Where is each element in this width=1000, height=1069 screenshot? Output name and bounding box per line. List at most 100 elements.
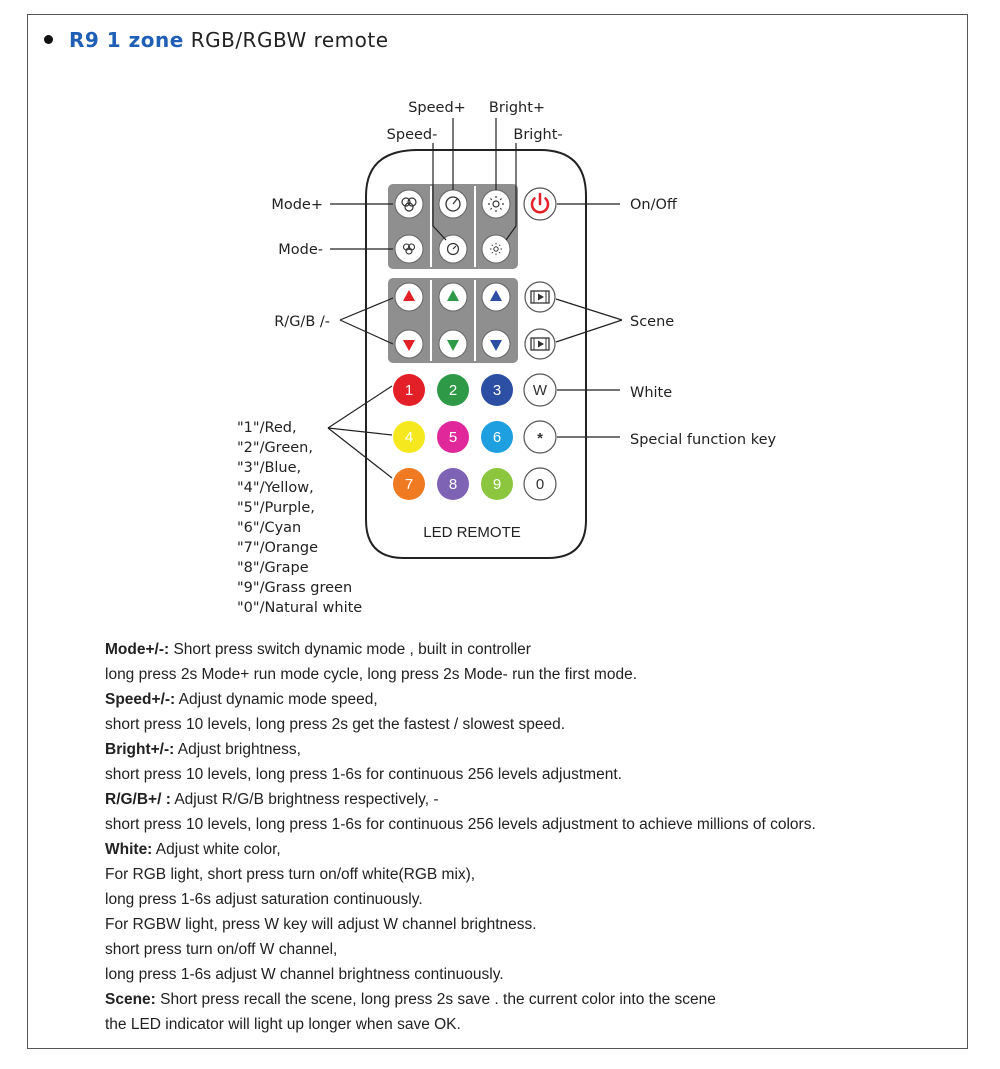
description-block: Mode+/-: Short press switch dynamic mode… <box>105 637 816 1037</box>
label-mode-minus: Mode- <box>278 242 323 258</box>
key-4-label: 4 <box>405 429 413 446</box>
mode-plus-button[interactable] <box>394 189 424 219</box>
key-8-label: 8 <box>449 476 457 493</box>
key-4[interactable]: 4 <box>393 421 425 453</box>
key-8[interactable]: 8 <box>437 468 469 500</box>
desc-line: long press 2s Mode+ run mode cycle, long… <box>105 666 637 683</box>
key-9[interactable]: 9 <box>481 468 513 500</box>
scene-icon <box>530 337 550 351</box>
red-up-button[interactable] <box>394 282 424 312</box>
model-name: R9 1 zone <box>69 28 184 52</box>
legend-item: "2"/Green, <box>237 440 313 456</box>
desc-line: Mode+/-: Short press switch dynamic mode… <box>105 641 531 658</box>
desc-line: Bright+/-: Adjust brightness, <box>105 741 301 758</box>
key-w-label: W <box>533 382 548 399</box>
label-scene: Scene <box>630 314 674 330</box>
triangle-up-icon <box>490 290 502 301</box>
desc-line: For RGB light, short press turn on/off w… <box>105 866 476 883</box>
desc-line: long press 1-6s adjust W channel brightn… <box>105 966 504 983</box>
green-down-button[interactable] <box>438 329 468 359</box>
key-0-label: 0 <box>536 476 544 493</box>
speed-plus-icon <box>445 196 461 212</box>
desc-line: the LED indicator will light up longer w… <box>105 1016 461 1033</box>
title-rest: RGB/RGBW remote <box>190 28 389 52</box>
label-rgb: R/G/B /- <box>274 314 330 330</box>
key-3[interactable]: 3 <box>481 374 513 406</box>
key-3-label: 3 <box>493 382 501 399</box>
label-on-off: On/Off <box>630 197 678 213</box>
triangle-down-icon <box>490 340 502 351</box>
bright-minus-icon <box>490 243 502 255</box>
speed-minus-button[interactable] <box>438 234 468 264</box>
legend-item: "3"/Blue, <box>237 460 302 476</box>
key-2-label: 2 <box>449 382 457 399</box>
key-9-label: 9 <box>493 476 501 493</box>
key-7[interactable]: 7 <box>393 468 425 500</box>
desc-line: For RGBW light, press W key will adjust … <box>105 916 537 933</box>
scene-button-1[interactable] <box>524 281 556 313</box>
color-key-legend: "1"/Red, "2"/Green, "3"/Blue, "4"/Yellow… <box>237 418 362 618</box>
key-7-label: 7 <box>405 476 413 493</box>
key-6-label: 6 <box>493 429 501 446</box>
legend-item: "5"/Purple, <box>237 500 315 516</box>
desc-line: short press turn on/off W channel, <box>105 941 338 958</box>
desc-line: long press 1-6s adjust saturation contin… <box>105 891 423 908</box>
legend-item: "0"/Natural white <box>237 600 363 616</box>
legend-item: "9"/Grass green <box>237 580 353 596</box>
key-2[interactable]: 2 <box>437 374 469 406</box>
legend-item: "7"/Orange <box>237 540 319 556</box>
bright-minus-button[interactable] <box>481 234 511 264</box>
legend-item: "1"/Red, <box>237 420 297 436</box>
desc-line: Speed+/-: Adjust dynamic mode speed, <box>105 691 378 708</box>
desc-line: short press 10 levels, long press 1-6s f… <box>105 766 622 783</box>
remote-diagram: 1 2 3 W 4 5 6 * 7 8 9 0 LED <box>271 100 776 559</box>
key-6[interactable]: 6 <box>481 421 513 453</box>
key-1-label: 1 <box>405 382 413 399</box>
outer-frame <box>27 14 968 1049</box>
page-title: R9 1 zone RGB/RGBW remote <box>44 28 389 52</box>
legend-item: "6"/Cyan <box>237 520 302 536</box>
triangle-up-icon <box>447 290 459 301</box>
speed-minus-icon <box>446 242 460 256</box>
label-white: White <box>630 385 672 401</box>
blue-down-button[interactable] <box>481 329 511 359</box>
power-icon <box>530 192 550 214</box>
key-5-label: 5 <box>449 429 457 446</box>
on-off-button[interactable] <box>523 187 557 221</box>
desc-line: Scene: Short press recall the scene, lon… <box>105 991 716 1008</box>
desc-line: R/G/B+/ : Adjust R/G/B brightness respec… <box>105 791 439 808</box>
key-0[interactable]: 0 <box>523 467 557 501</box>
green-up-button[interactable] <box>438 282 468 312</box>
triangle-up-icon <box>403 290 415 301</box>
desc-line: short press 10 levels, long press 2s get… <box>105 716 566 733</box>
key-star-label: * <box>537 430 543 447</box>
key-1[interactable]: 1 <box>393 374 425 406</box>
mode-minus-icon <box>402 243 416 255</box>
label-bright-minus: Bright- <box>513 127 562 143</box>
label-special: Special function key <box>630 432 776 448</box>
key-star[interactable]: * <box>523 420 557 454</box>
remote-brand-label: LED REMOTE <box>423 524 521 541</box>
triangle-down-icon <box>447 340 459 351</box>
mode-plus-icon <box>401 197 417 212</box>
legend-item: "8"/Grape <box>237 560 309 576</box>
scene-button-2[interactable] <box>524 328 556 360</box>
triangle-down-icon <box>403 340 415 351</box>
bright-plus-button[interactable] <box>481 189 511 219</box>
label-bright-plus: Bright+ <box>489 100 545 116</box>
bright-plus-icon <box>488 196 504 212</box>
speed-plus-button[interactable] <box>438 189 468 219</box>
legend-item: "4"/Yellow, <box>237 480 314 496</box>
desc-line: short press 10 levels, long press 1-6s f… <box>105 816 816 833</box>
red-down-button[interactable] <box>394 329 424 359</box>
key-5[interactable]: 5 <box>437 421 469 453</box>
blue-up-button[interactable] <box>481 282 511 312</box>
label-mode-plus: Mode+ <box>271 197 323 213</box>
key-w[interactable]: W <box>523 373 557 407</box>
desc-line: White: Adjust white color, <box>105 841 281 858</box>
label-speed-minus: Speed- <box>387 127 438 143</box>
bullet-icon <box>44 35 53 44</box>
scene-icon <box>530 290 550 304</box>
label-speed-plus: Speed+ <box>408 100 466 116</box>
mode-minus-button[interactable] <box>394 234 424 264</box>
